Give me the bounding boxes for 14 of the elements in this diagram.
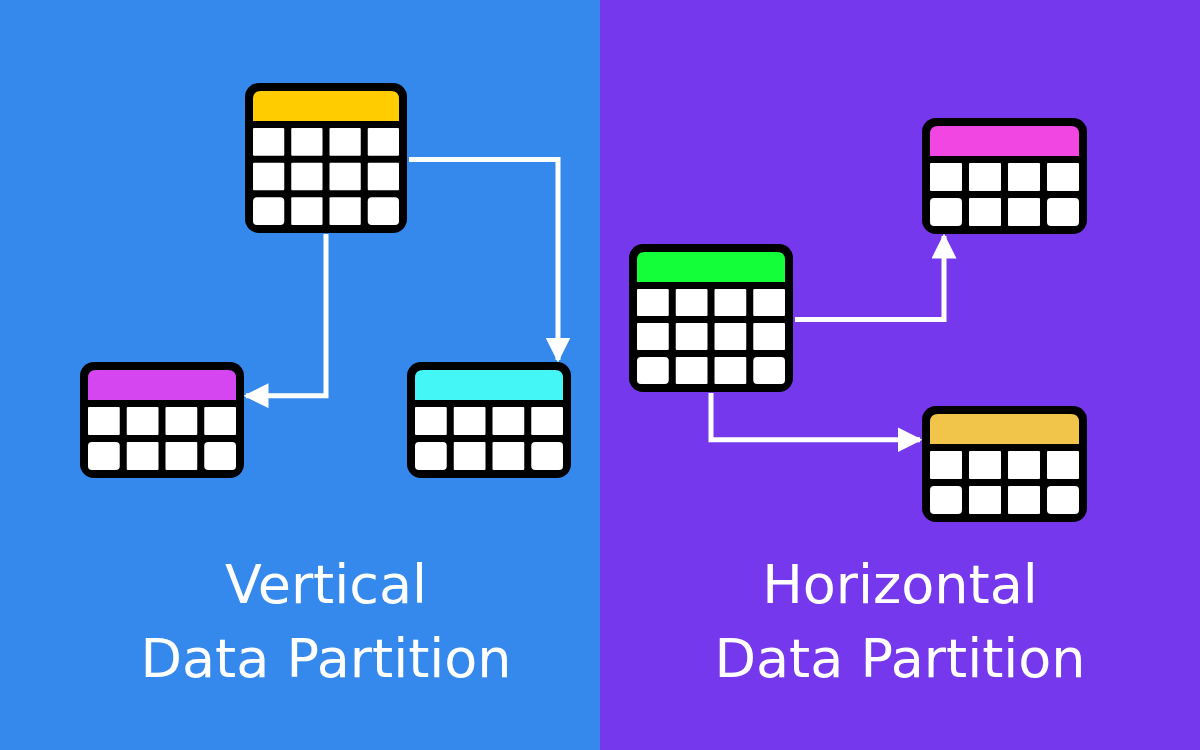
arrow bbox=[708, 393, 923, 453]
panel-title: Vertical Data Partition bbox=[139, 552, 513, 692]
table-icon bbox=[922, 406, 1087, 522]
table-icon bbox=[629, 244, 793, 392]
table-icon bbox=[245, 83, 407, 233]
table-icon bbox=[407, 362, 571, 478]
panel-title: Horizontal Data Partition bbox=[713, 552, 1087, 692]
table-icon bbox=[922, 118, 1087, 234]
panel-background bbox=[0, 0, 600, 750]
arrow bbox=[795, 233, 957, 322]
arrow bbox=[243, 234, 329, 409]
arrow bbox=[409, 157, 571, 363]
panel-background bbox=[600, 0, 1200, 750]
table-icon bbox=[80, 362, 244, 478]
